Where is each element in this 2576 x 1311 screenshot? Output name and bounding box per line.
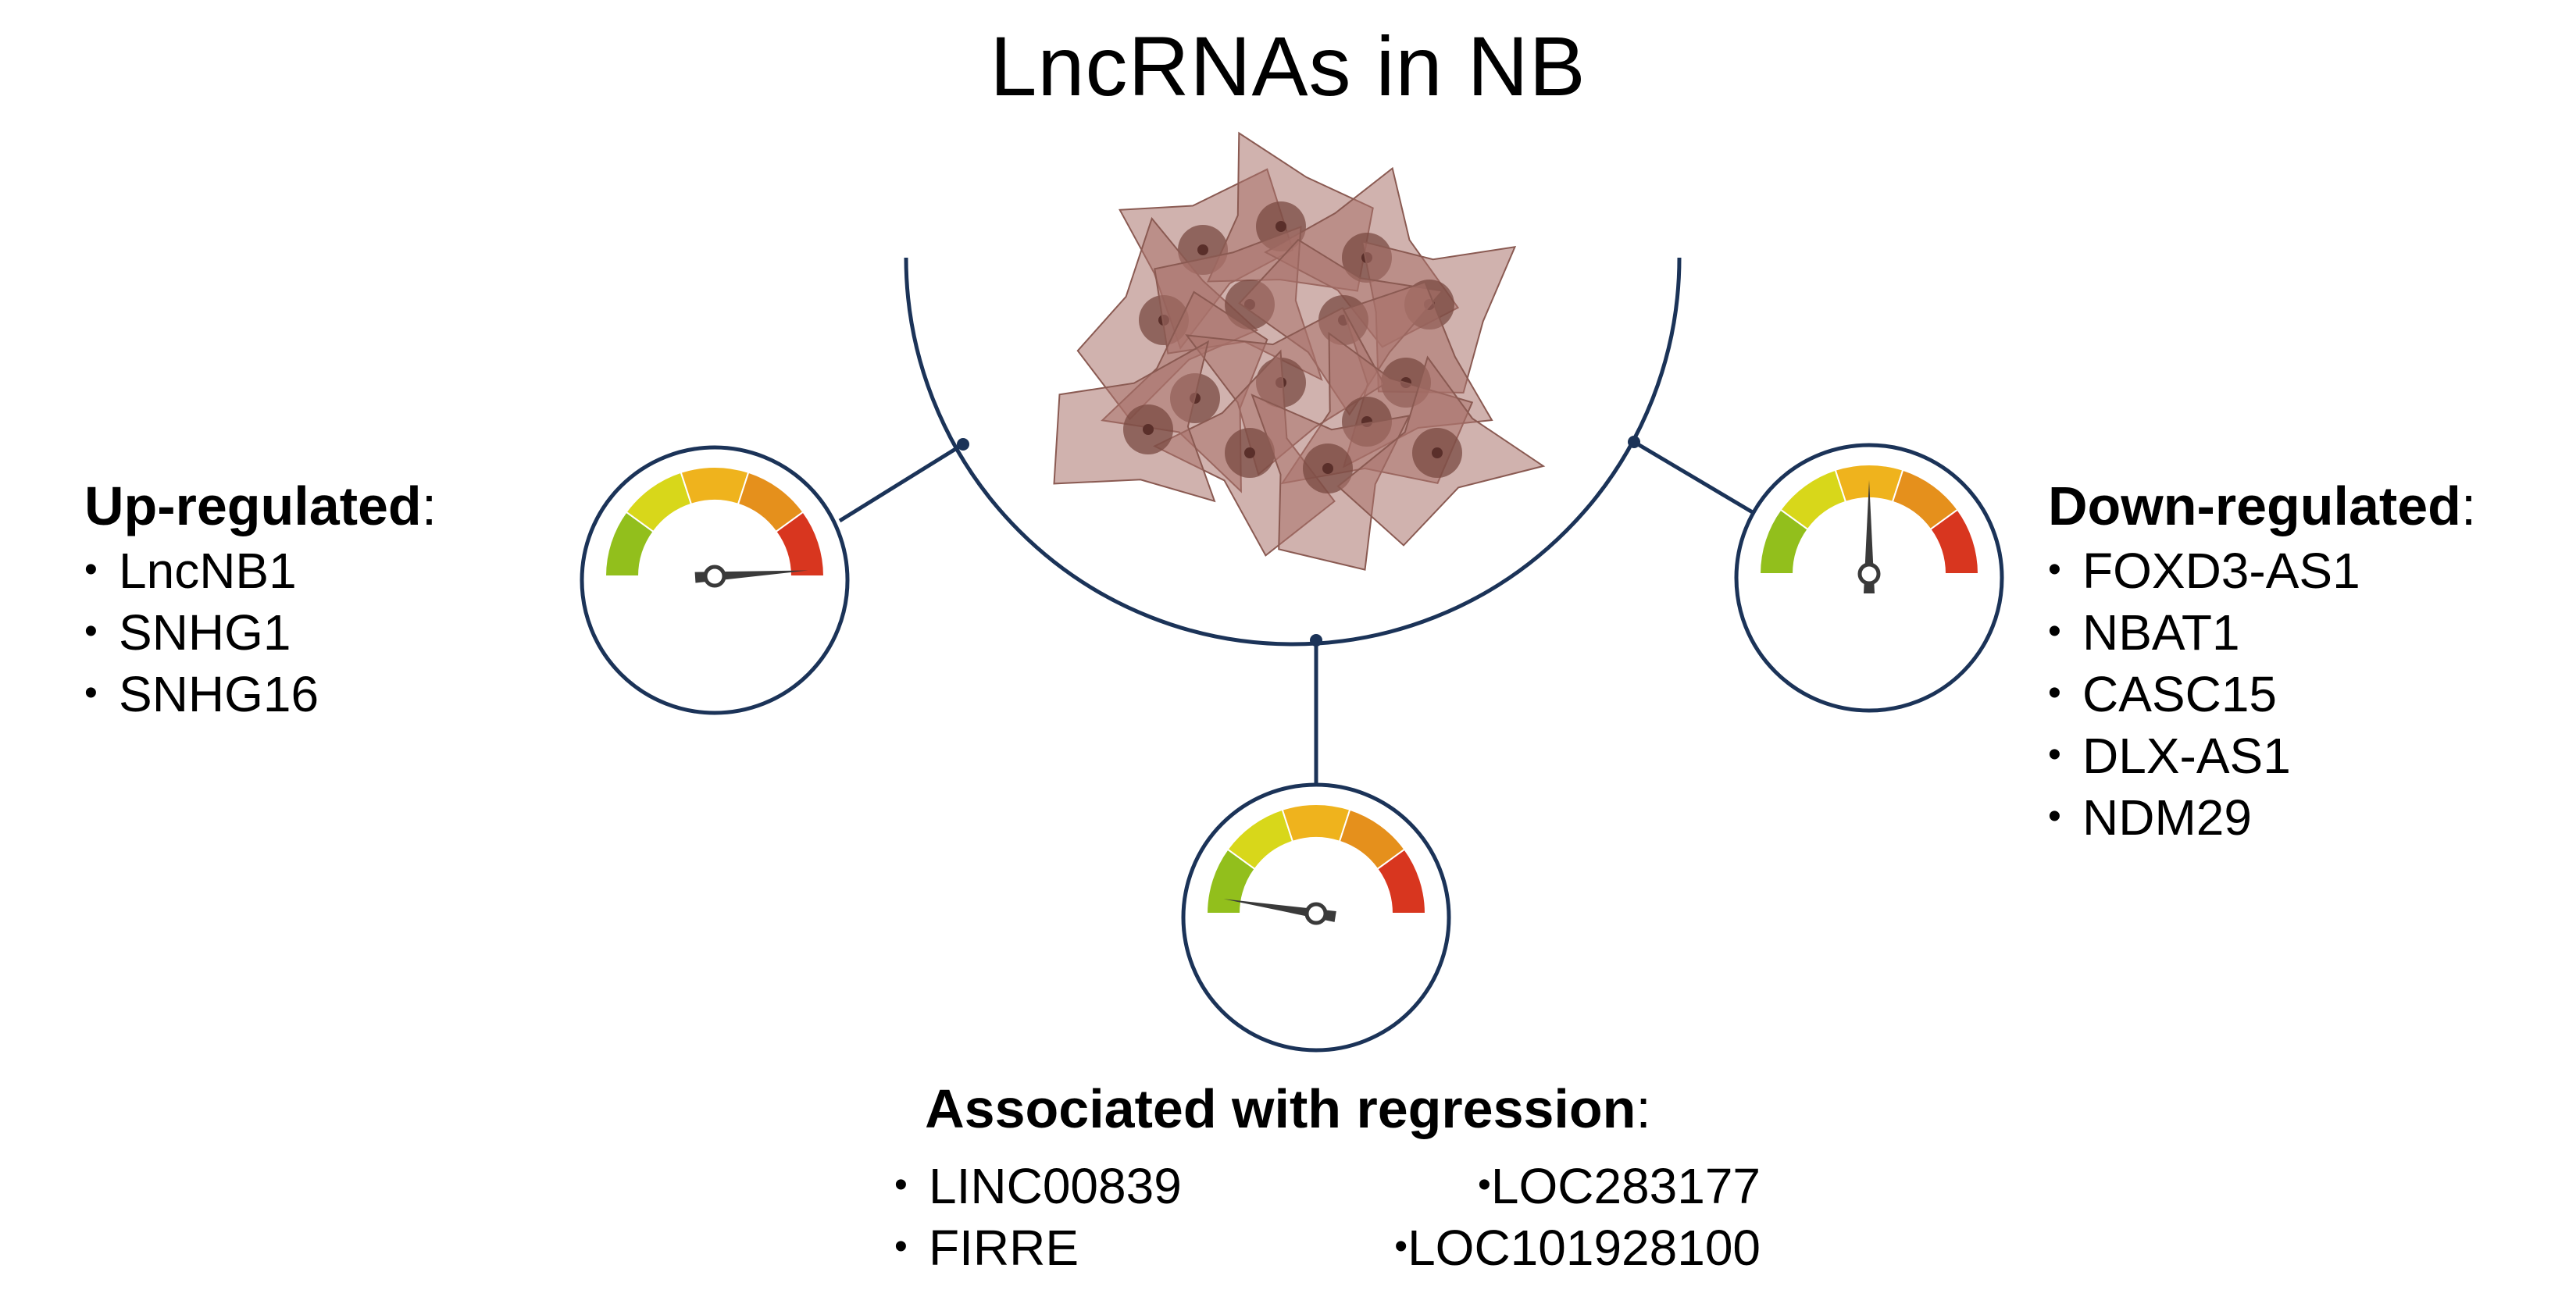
down-regulated-heading: Down-regulated: [2048,476,2477,536]
list-item: •FOXD3-AS1 [2048,543,2360,599]
up-regulated-group: Up-regulated: •LncNB1 •SNHG1 •SNHG16 [84,475,437,727]
gauge-segment [1376,848,1427,914]
gauge-icon-down [1734,443,2004,713]
gauge-segment [775,511,826,577]
down-regulated-group: Down-regulated: •FOXD3-AS1 •NBAT1 •CASC1… [2048,475,2476,850]
regression-list-col1: •LINC00839 •FIRRE [894,1157,1182,1281]
regression-group: Associated with regression: [0,1078,2576,1140]
list-item: •FIRRE [894,1220,1079,1277]
list-item: •CASC15 [2048,666,2277,723]
connector-dot-up [957,438,969,451]
up-regulated-list: •LncNB1 •SNHG1 •SNHG16 [84,542,437,727]
gauge-hub [1857,562,1881,586]
list-item: •LncNB1 [84,543,297,599]
list-item: •NDM29 [2048,789,2252,846]
gauge-icon-up [580,445,850,715]
gauge-segment [1281,803,1351,843]
gauge-segment [680,466,750,506]
connector-up [838,442,965,523]
list-item: •NBAT1 [2048,604,2240,661]
cell-nucleolus [1244,447,1255,458]
up-regulated-heading: Up-regulated: [84,476,437,536]
list-item: •SNHG1 [84,604,291,661]
connector-dot-down [1628,436,1640,448]
cell-nucleolus [1432,447,1443,458]
gauge-hub [1304,902,1328,925]
list-item: •LOC101928100 [1394,1220,1761,1277]
list-item: •LOC283177 [1478,1158,1761,1214]
down-regulated-list: •FOXD3-AS1 •NBAT1 •CASC15 •DLX-AS1 •NDM2… [2048,542,2476,850]
regression-list-col2: •LOC283177 •LOC101928100 [1315,1157,1761,1281]
cell-nucleolus [1197,244,1208,255]
cell-nucleolus [1276,221,1286,232]
cell-nucleolus [1322,463,1333,474]
diagram-title: LncRNAs in NB [990,19,1586,113]
connector-down [1632,440,1757,516]
list-item: •SNHG16 [84,666,319,723]
neuroblastoma-cell-cluster-icon [1053,131,1546,571]
connector-dot-regression [1310,634,1322,647]
gauge-hub [703,565,726,588]
gauge-icon-regression [1181,782,1451,1053]
list-item: •DLX-AS1 [2048,728,2291,785]
list-item: •LINC00839 [894,1158,1182,1214]
cell-nucleolus [1143,424,1154,435]
gauge-segment [1929,508,1980,575]
regression-heading: Associated with regression: [925,1078,1651,1139]
